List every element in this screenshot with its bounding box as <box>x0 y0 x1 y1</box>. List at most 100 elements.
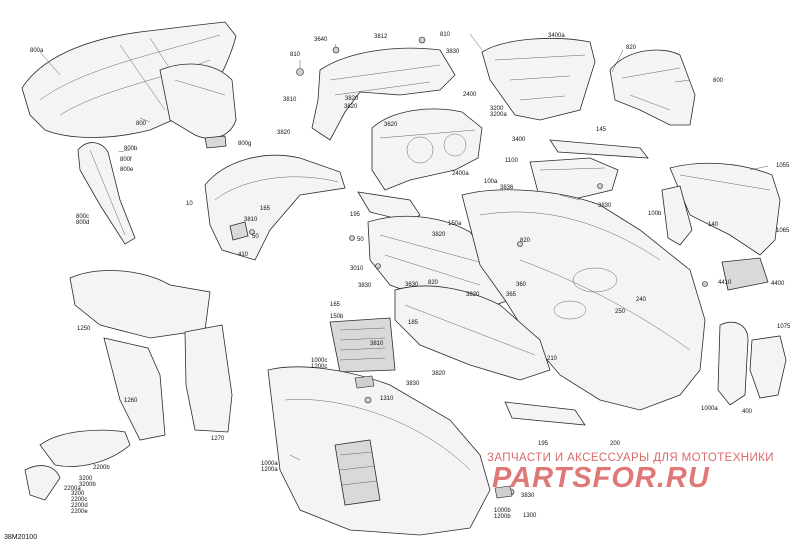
inner-panel-185-part <box>394 285 551 381</box>
part-number-label: 250 <box>615 309 626 315</box>
part-number-label: 1100 <box>505 158 518 164</box>
part-number-label: 820 <box>520 238 531 244</box>
part-number-label: 3810 <box>244 217 258 223</box>
part-number-label: 3810 <box>283 97 297 103</box>
part-number-label: 1000c 1200c <box>311 358 328 370</box>
part-number-label: 810 <box>290 52 301 58</box>
part-number-label: 1065 <box>776 228 790 234</box>
part-number-label: 360 <box>516 282 527 288</box>
part-number-label: 800g <box>238 141 252 147</box>
panel-1260-part <box>103 337 166 441</box>
part-number-label: 800 <box>136 121 147 127</box>
front-nose-part <box>204 155 346 261</box>
part-number-label: 3400 <box>512 137 526 143</box>
part-number-label: 3830 <box>446 49 460 55</box>
part-number-label: 1250 <box>77 326 91 332</box>
right-bracket-part <box>609 49 696 126</box>
watermark-logo: PARTSFOR.RU <box>492 462 710 494</box>
part-number-label: 3200 3200a <box>490 106 507 118</box>
vent-165-part <box>329 317 396 373</box>
upper-frame-part <box>311 47 456 141</box>
part-number-label: 195 <box>538 441 549 447</box>
part-number-label: 800c 800d <box>76 214 90 226</box>
part-number-label: 3830 <box>521 493 535 499</box>
part-number-label: 1075 <box>777 324 791 330</box>
part-number-label: 140 <box>708 222 719 228</box>
part-number-label: 800f <box>120 157 132 163</box>
part-number-label: 1270 <box>211 436 225 442</box>
part-number-label: 800b <box>124 146 138 152</box>
part-number-label: 240 <box>636 297 647 303</box>
part-number-label: 2200a <box>64 486 81 492</box>
part-number-label: 210 <box>547 356 558 362</box>
part-number-label: 1055 <box>776 163 790 169</box>
part-number-label: 3820 <box>344 104 358 110</box>
part-number-label: 195 <box>350 212 361 218</box>
part-number-label: 365 <box>506 292 517 298</box>
main-body-100a-part <box>461 189 706 411</box>
part-number-label: 3820 <box>432 232 446 238</box>
trim-strip-part <box>549 139 649 159</box>
part-number-label: 3810 <box>370 341 384 347</box>
part-number-label: 800e <box>120 167 134 173</box>
part-number-label: 150b <box>330 314 344 320</box>
part-number-label: 410 <box>238 252 249 258</box>
part-number-label: 165 <box>260 206 271 212</box>
cover-4400-part <box>721 257 769 291</box>
instrument-cluster-part <box>371 108 483 191</box>
part-number-label: 150a <box>448 221 462 227</box>
part-number-label: 1260 <box>124 398 138 404</box>
part-number-label: 400 <box>742 409 753 415</box>
panel-400-part <box>717 321 749 406</box>
part-number-label: 3640 <box>314 37 328 43</box>
part-number-label: 1000a <box>701 406 718 412</box>
part-number-label: 1310 <box>380 396 394 402</box>
part-number-label: 1000b 1200b <box>494 508 511 520</box>
part-number-label: 145 <box>596 127 607 133</box>
part-number-label: 3010 <box>350 266 364 272</box>
part-number-label: 3830 <box>598 203 612 209</box>
fastener-parts <box>249 36 708 499</box>
storage-box-part <box>481 37 596 121</box>
part-number-label: 3836 <box>500 185 514 191</box>
part-number-label: 3812 <box>374 34 388 40</box>
part-number-label: 200 <box>610 441 621 447</box>
part-number-label: 100b <box>648 211 662 217</box>
part-number-label: 3630 <box>405 282 419 288</box>
part-number-label: 2400 <box>463 92 477 98</box>
part-number-label: 4410 <box>718 280 732 286</box>
part-number-label: 820 <box>626 45 637 51</box>
watermark-tagline: ЗАПЧАСТИ И АКСЕССУАРЫ ДЛЯ МОТОТЕХНИКИ <box>487 452 774 464</box>
part-number-label: 100a <box>484 179 498 185</box>
side-panel-1055-part <box>661 162 781 256</box>
part-number-label: 3830 <box>406 381 420 387</box>
part-number-label: 10 <box>186 201 193 207</box>
mirror-2200-part <box>24 429 131 501</box>
part-number-label: 2200b <box>93 465 110 471</box>
part-number-label: 50 <box>252 234 259 240</box>
part-number-label: 185 <box>408 320 419 326</box>
part-number-label: 810 <box>440 32 451 38</box>
headlight-cowl-part <box>159 63 237 149</box>
strip-196-part <box>504 401 586 426</box>
panel-1270-part <box>184 324 233 433</box>
diagram-id: 38M20100 <box>4 534 38 541</box>
part-number-label: 3820 <box>277 130 291 136</box>
part-number-label: 3200 3200b <box>79 476 96 488</box>
part-number-label: 3200 2200c 2200d 2200e <box>71 491 88 515</box>
part-number-label: 600 <box>713 78 724 84</box>
part-number-label: 3620 <box>384 122 398 128</box>
side-trim-part <box>77 142 136 245</box>
part-number-label: 820 <box>428 280 439 286</box>
lower-body-1000a-part <box>267 366 491 536</box>
part-number-label: 800a <box>30 48 44 54</box>
part-number-label: 1300 <box>523 513 537 519</box>
part-number-label: 3820 <box>345 96 359 102</box>
part-number-label: 3820 <box>466 292 480 298</box>
part-number-label: 1000a 1200a <box>261 461 278 473</box>
part-number-label: 3400a <box>548 33 565 39</box>
part-number-label: 3830 <box>358 283 372 289</box>
panel-1075-part <box>749 335 787 399</box>
